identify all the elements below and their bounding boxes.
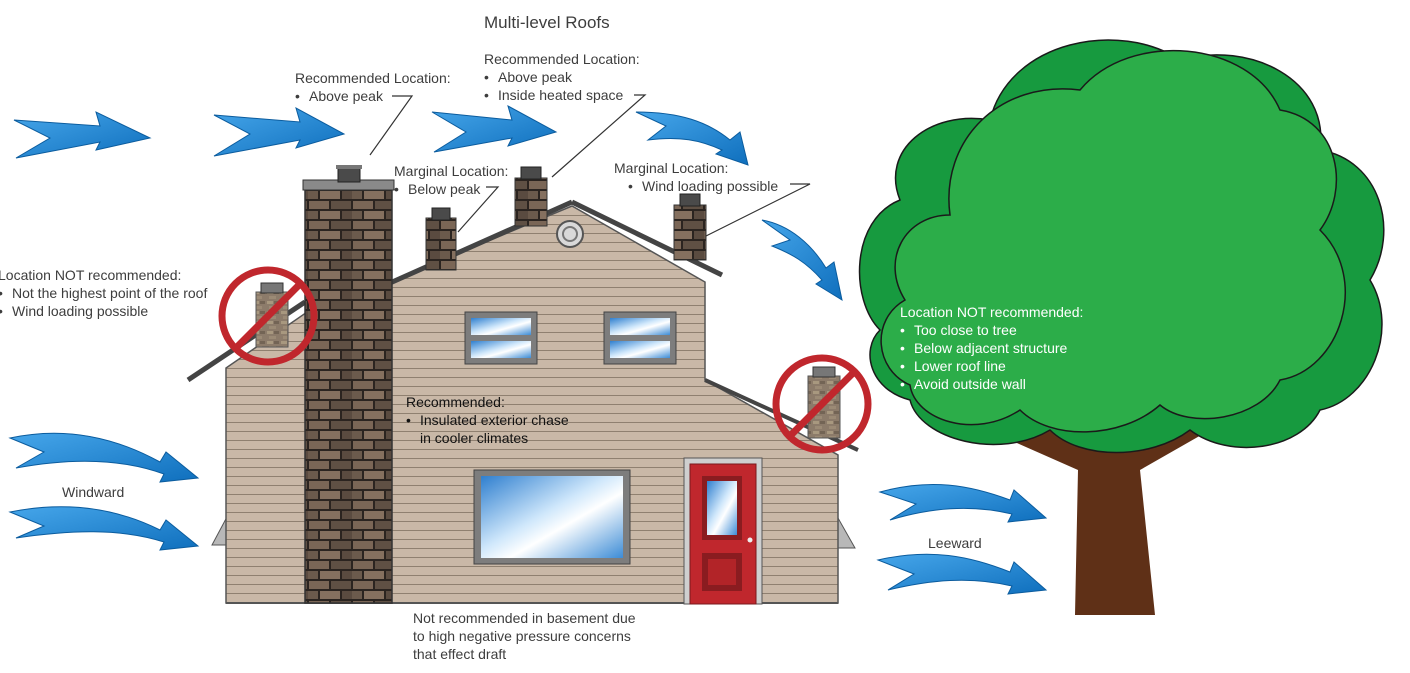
- upper-window-left: [464, 311, 538, 365]
- callout-item: Below peak: [408, 181, 481, 197]
- wind-arrow: [213, 106, 346, 157]
- callout-heading: Recommended:: [406, 394, 505, 410]
- callout-line: Not recommended in basement due: [413, 610, 636, 626]
- callout-item: Below adjacent structure: [914, 340, 1068, 356]
- callout-heading: Recommended Location:: [484, 51, 640, 67]
- prohibited-icon: [772, 354, 872, 454]
- callout-basement: Not recommended in basement due to high …: [413, 609, 636, 663]
- chimney-above-peak: [514, 166, 548, 227]
- callout-heading: Marginal Location:: [394, 163, 509, 179]
- callout-line: to high negative pressure concerns: [413, 628, 631, 644]
- tree: [858, 39, 1385, 615]
- windward-label: Windward: [62, 484, 125, 500]
- callout-item: Above peak: [498, 69, 572, 85]
- callout-recommended-chase: Recommended: •Insulated exterior chase i…: [406, 394, 569, 446]
- wind-arrow: [761, 219, 843, 302]
- callout-heading: Recommended Location:: [295, 70, 451, 86]
- exterior-chimney-chase: [302, 165, 395, 604]
- callout-item: Inside heated space: [498, 87, 624, 103]
- callout-recommended-middle: Recommended Location: •Above peak •Insid…: [484, 51, 640, 103]
- callout-not-recommended-tree: Location NOT recommended: •Too close to …: [900, 304, 1084, 392]
- wind-arrow: [431, 104, 558, 153]
- callout-item: Too close to tree: [914, 322, 1017, 338]
- callout-item: Wind loading possible: [12, 303, 149, 319]
- tree-canopy-front: [880, 50, 1346, 433]
- wind-arrow: [878, 483, 1048, 523]
- chimney-below-peak: [425, 207, 457, 271]
- callout-marginal-right: Marginal Location: •Wind loading possibl…: [614, 160, 779, 194]
- chimney-right-roof: [673, 193, 707, 261]
- diagram-title: Multi-level Roofs: [484, 13, 610, 32]
- wind-arrow: [635, 111, 749, 166]
- attic-vent: [556, 220, 584, 248]
- callout-not-recommended-left: Location NOT recommended: •Not the highe…: [0, 266, 207, 320]
- callout-item: Avoid outside wall: [914, 376, 1026, 392]
- leeward-label: Leeward: [928, 535, 982, 551]
- chimney-right-low-roof: [807, 366, 841, 439]
- wind-arrow: [8, 432, 200, 483]
- house: [186, 165, 859, 605]
- leader-lines: [369, 94, 811, 237]
- callout-line: that effect draft: [413, 646, 507, 662]
- wind-arrow: [876, 553, 1048, 595]
- front-door: [683, 457, 763, 605]
- wind-arrows: [8, 104, 1048, 595]
- wind-arrow: [13, 111, 152, 159]
- wind-arrow: [8, 506, 200, 551]
- callout-recommended-left: Recommended Location: •Above peak: [295, 70, 451, 104]
- callout-item: Above peak: [309, 88, 383, 104]
- callout-item: Lower roof line: [914, 358, 1006, 374]
- callout-heading: Location NOT recommended:: [0, 267, 182, 283]
- picture-window: [473, 469, 631, 565]
- callout-item: Wind loading possible: [642, 178, 779, 194]
- prohibited-icon: [218, 266, 318, 366]
- callout-item: Not the highest point of the roof: [12, 285, 208, 301]
- callout-item: Insulated exterior chase: [420, 412, 569, 428]
- callout-marginal-left: Marginal Location: •Below peak: [394, 163, 509, 197]
- callout-heading: Marginal Location:: [614, 160, 729, 176]
- callout-heading: Location NOT recommended:: [900, 304, 1084, 320]
- upper-window-right: [603, 311, 677, 365]
- callout-item: in cooler climates: [420, 430, 529, 446]
